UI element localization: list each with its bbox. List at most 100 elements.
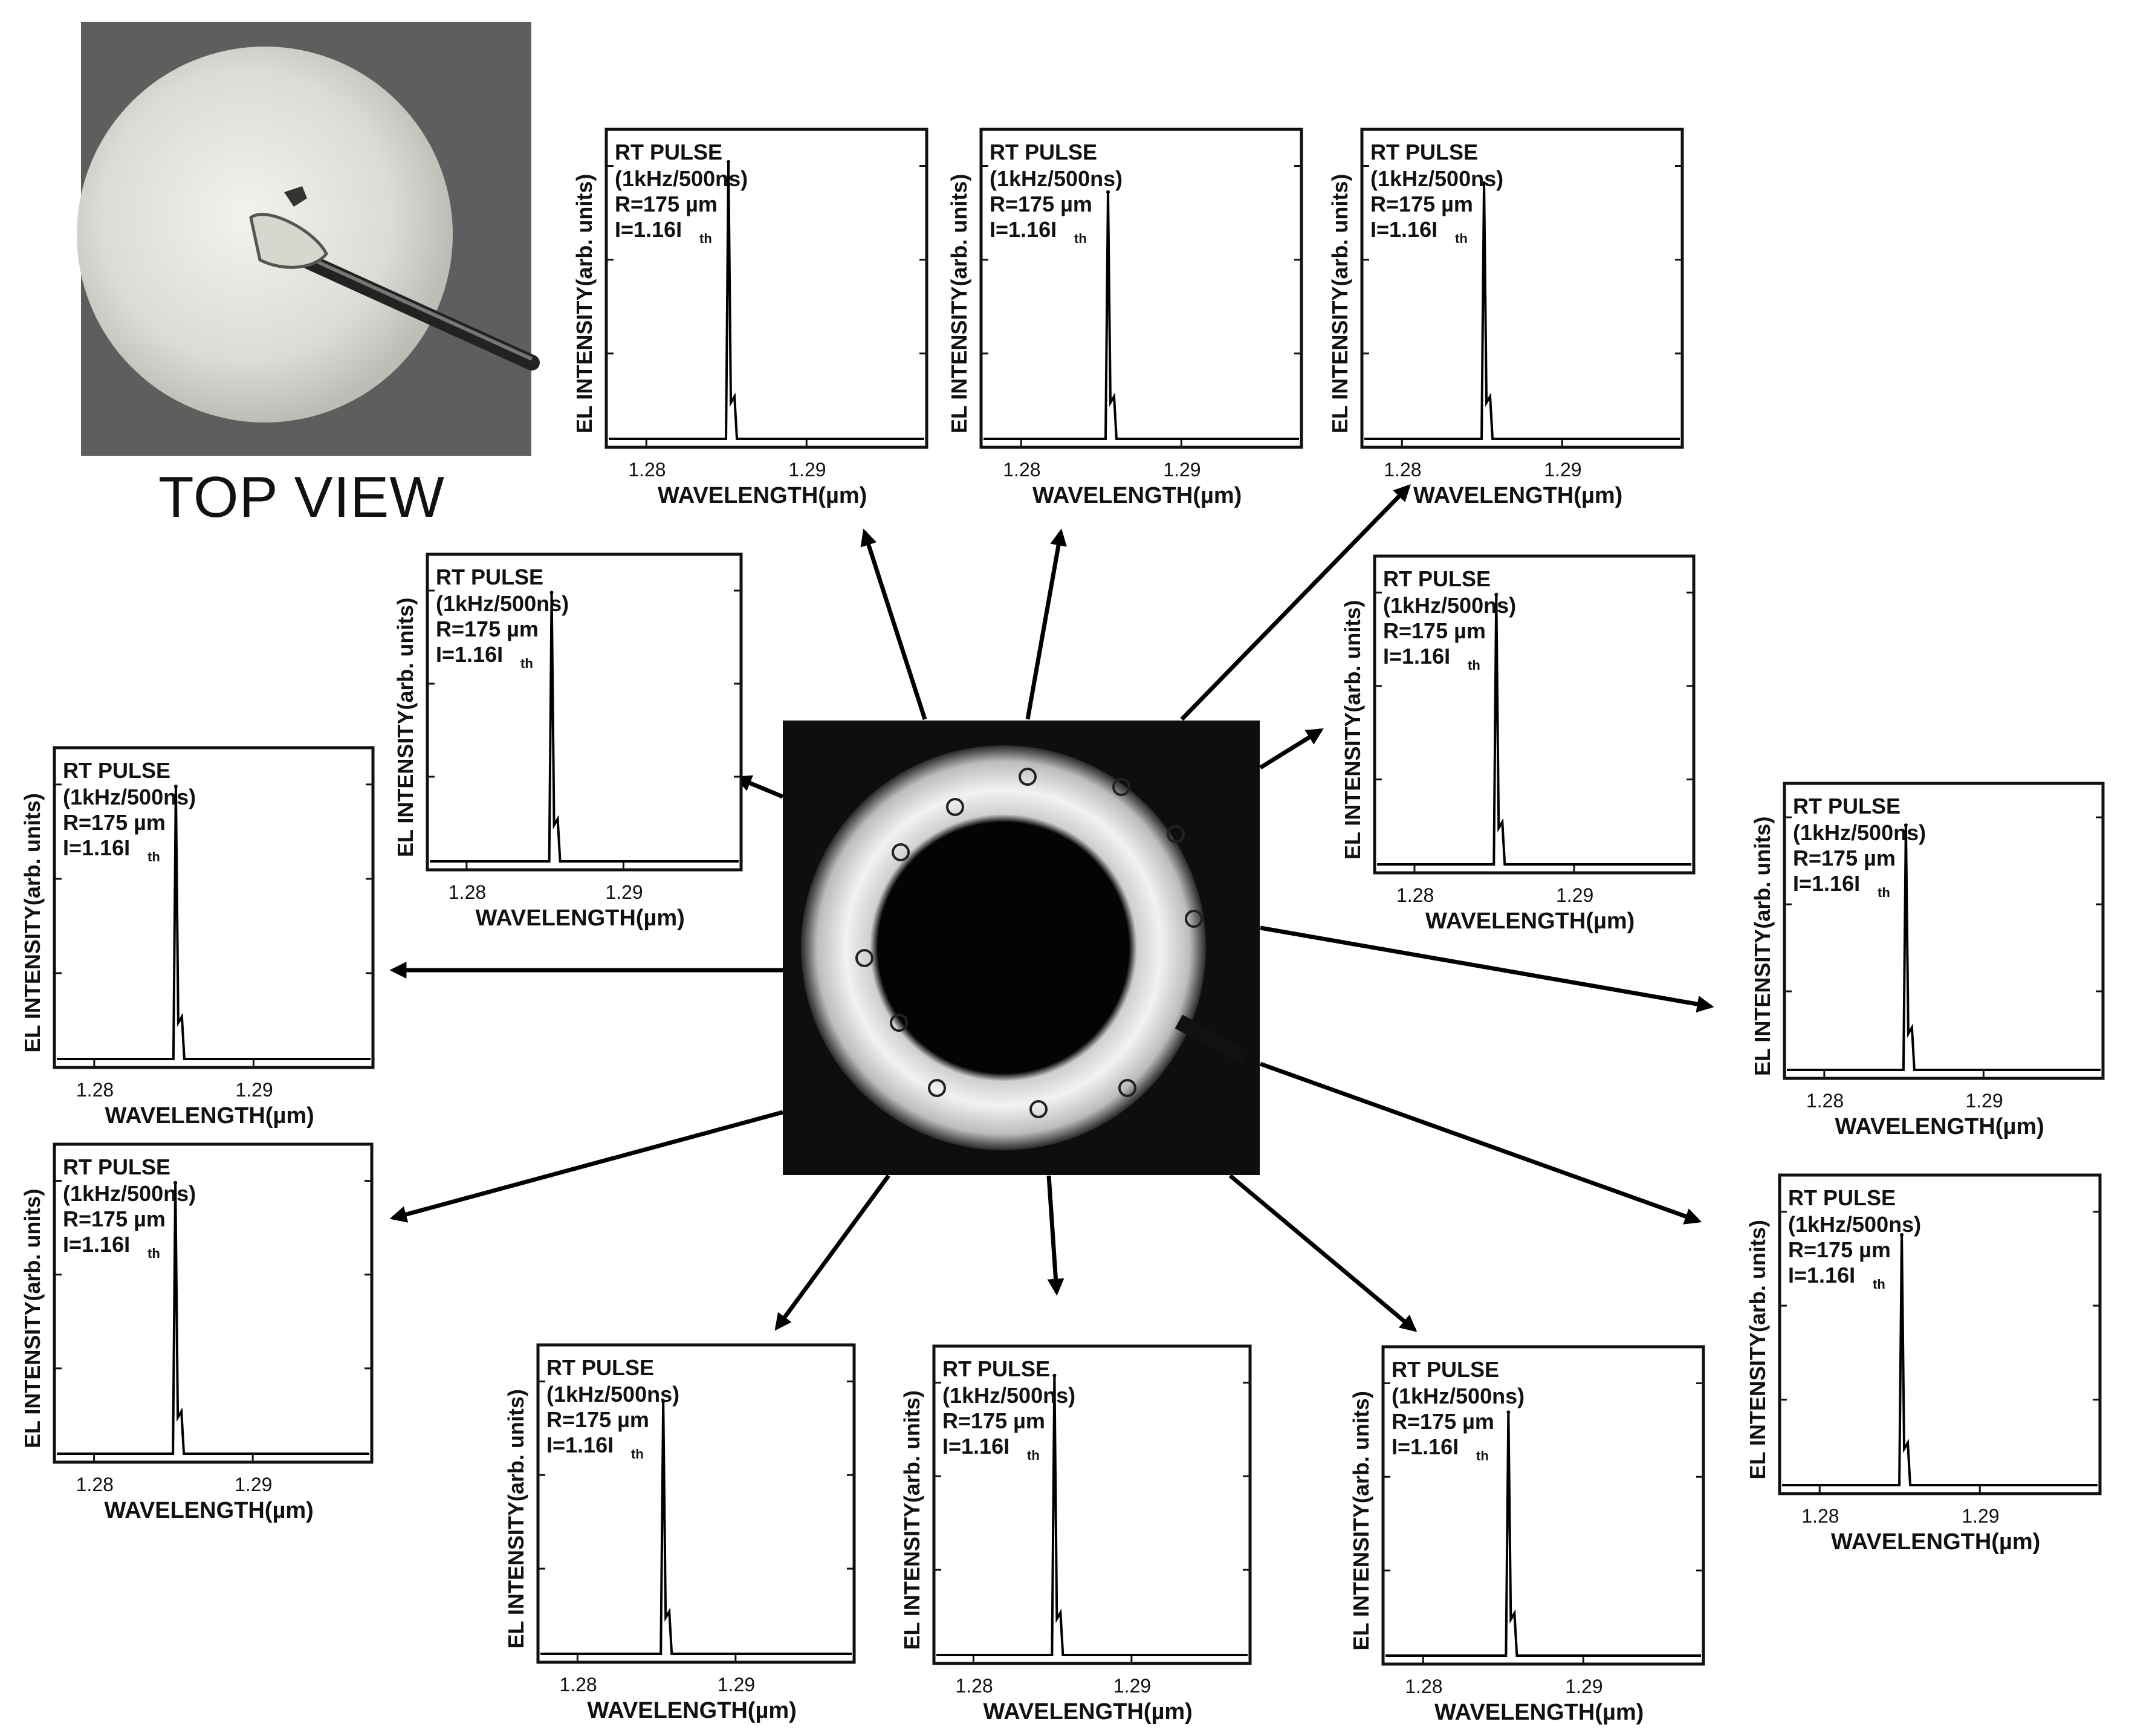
ring-marker-dots xyxy=(855,768,1203,1118)
x-tick-label: 1.28 xyxy=(955,1675,993,1697)
annotation-radius: R=175 µm xyxy=(1793,846,1896,870)
peak-point xyxy=(1900,1232,1904,1237)
x-axis-label: WAVELENGTH(µm) xyxy=(658,483,867,508)
annotation-current: I=1.16I xyxy=(990,217,1057,242)
x-tick-label: 1.29 xyxy=(1544,459,1581,481)
x-tick-label: 1.28 xyxy=(1003,459,1040,481)
annotation-radius: R=175 µm xyxy=(436,617,539,641)
annotation-rep-rate: (1kHz/500ns) xyxy=(1392,1384,1525,1408)
plot-frame xyxy=(536,1343,856,1664)
annotation-rep-rate: (1kHz/500ns) xyxy=(990,166,1123,191)
plot-frame xyxy=(932,1344,1252,1665)
ring-marker xyxy=(946,798,964,816)
x-axis-label: WAVELENGTH(µm) xyxy=(1032,483,1242,508)
annotation-current-subscript: th xyxy=(631,1446,644,1462)
spectrum-trace xyxy=(57,1182,369,1455)
annotation-rt-pulse: RT PULSE xyxy=(942,1356,1050,1381)
arrow xyxy=(1046,1175,1064,1296)
y-axis-label: EL INTENSITY(arb. units) xyxy=(947,174,971,433)
annotation-rt-pulse: RT PULSE xyxy=(63,758,170,783)
annotation-rep-rate: (1kHz/500ns) xyxy=(1793,820,1926,845)
annotation-radius: R=175 µm xyxy=(942,1408,1045,1433)
plot-frame xyxy=(1783,782,2105,1080)
peak-point xyxy=(173,1181,178,1185)
annotation-current: I=1.16I xyxy=(1370,217,1437,242)
annotation-current: I=1.16I xyxy=(942,1434,1009,1459)
spectrum-trace xyxy=(1787,825,2101,1071)
annotation-rt-pulse: RT PULSE xyxy=(63,1155,170,1179)
x-axis-label: WAVELENGTH(µm) xyxy=(105,1103,314,1129)
annotation-rt-pulse: RT PULSE xyxy=(1370,140,1478,164)
annotation-current-subscript: th xyxy=(1476,1448,1489,1463)
plot-frame xyxy=(1381,1345,1705,1666)
spectrum-trace xyxy=(57,786,371,1060)
annotation-current-subscript: th xyxy=(1468,658,1480,673)
x-tick-label: 1.28 xyxy=(1384,459,1421,481)
x-tick-label: 1.28 xyxy=(559,1674,597,1696)
ring-marker xyxy=(1029,1100,1048,1118)
plot-frame xyxy=(604,128,928,449)
x-axis-label: WAVELENGTH(µm) xyxy=(476,905,685,931)
x-tick-label: 1.28 xyxy=(1396,884,1434,906)
spectrum-trace xyxy=(983,192,1299,440)
annotation-radius: R=175 µm xyxy=(615,192,718,216)
x-tick-label: 1.29 xyxy=(1965,1090,2003,1112)
annotation-radius: R=175 µm xyxy=(63,1206,166,1231)
annotation-radius: R=175 µm xyxy=(1370,192,1473,216)
x-tick-label: 1.28 xyxy=(1806,1090,1844,1112)
annotation-rep-rate: (1kHz/500ns) xyxy=(63,1181,196,1206)
annotation-rt-pulse: RT PULSE xyxy=(1392,1357,1499,1382)
peak-point xyxy=(1052,1373,1057,1378)
peak-point xyxy=(173,785,178,789)
annotation-radius: R=175 µm xyxy=(990,192,1092,216)
x-axis-label: WAVELENGTH(µm) xyxy=(1434,1700,1644,1725)
annotation-rep-rate: (1kHz/500ns) xyxy=(546,1382,679,1407)
annotation-current: I=1.16I xyxy=(436,642,503,667)
annotation-current: I=1.16I xyxy=(1788,1263,1855,1287)
y-axis-label: EL INTENSITY(arb. units) xyxy=(1750,817,1775,1076)
plot-frame xyxy=(426,552,743,872)
y-axis-label: EL INTENSITY(arb. units) xyxy=(1327,174,1352,433)
y-axis-label: EL INTENSITY(arb. units) xyxy=(899,1390,924,1650)
annotation-current-subscript: th xyxy=(147,1246,160,1261)
y-axis-label: EL INTENSITY(arb. units) xyxy=(393,598,418,857)
annotation-current: I=1.16I xyxy=(615,217,682,242)
arrow xyxy=(1260,925,1714,1012)
x-tick-label: 1.29 xyxy=(1113,1675,1151,1697)
spectrum-trace xyxy=(609,161,924,440)
annotation-rt-pulse: RT PULSE xyxy=(1383,566,1491,591)
annotation-rep-rate: (1kHz/500ns) xyxy=(615,166,748,191)
arrow xyxy=(860,528,927,721)
annotation-radius: R=175 µm xyxy=(1392,1409,1494,1434)
spectrum-trace xyxy=(430,592,739,863)
ring-marker xyxy=(1185,910,1203,928)
x-tick-label: 1.29 xyxy=(605,881,643,903)
annotation-current-subscript: th xyxy=(1074,231,1087,246)
top-view-label: TOP VIEW xyxy=(158,465,445,530)
annotation-current: I=1.16I xyxy=(546,1433,614,1457)
annotation-current-subscript: th xyxy=(520,656,533,671)
y-axis-label: EL INTENSITY(arb. units) xyxy=(1745,1220,1770,1479)
spectrum-trace xyxy=(1782,1234,2098,1486)
ring-resonator-photo xyxy=(783,721,1260,1175)
y-axis-label: EL INTENSITY(arb. units) xyxy=(20,1189,45,1448)
annotation-rep-rate: (1kHz/500ns) xyxy=(1788,1212,1921,1237)
annotation-current-subscript: th xyxy=(1455,231,1468,246)
x-tick-label: 1.29 xyxy=(718,1674,755,1696)
arrow xyxy=(1228,1174,1418,1332)
peak-point xyxy=(1106,190,1110,194)
annotation-rep-rate: (1kHz/500ns) xyxy=(942,1383,1075,1408)
x-tick-label: 1.29 xyxy=(1556,884,1593,906)
spectrum-trace xyxy=(540,1401,852,1655)
annotation-rep-rate: (1kHz/500ns) xyxy=(63,785,196,809)
ring-marker xyxy=(855,949,873,967)
